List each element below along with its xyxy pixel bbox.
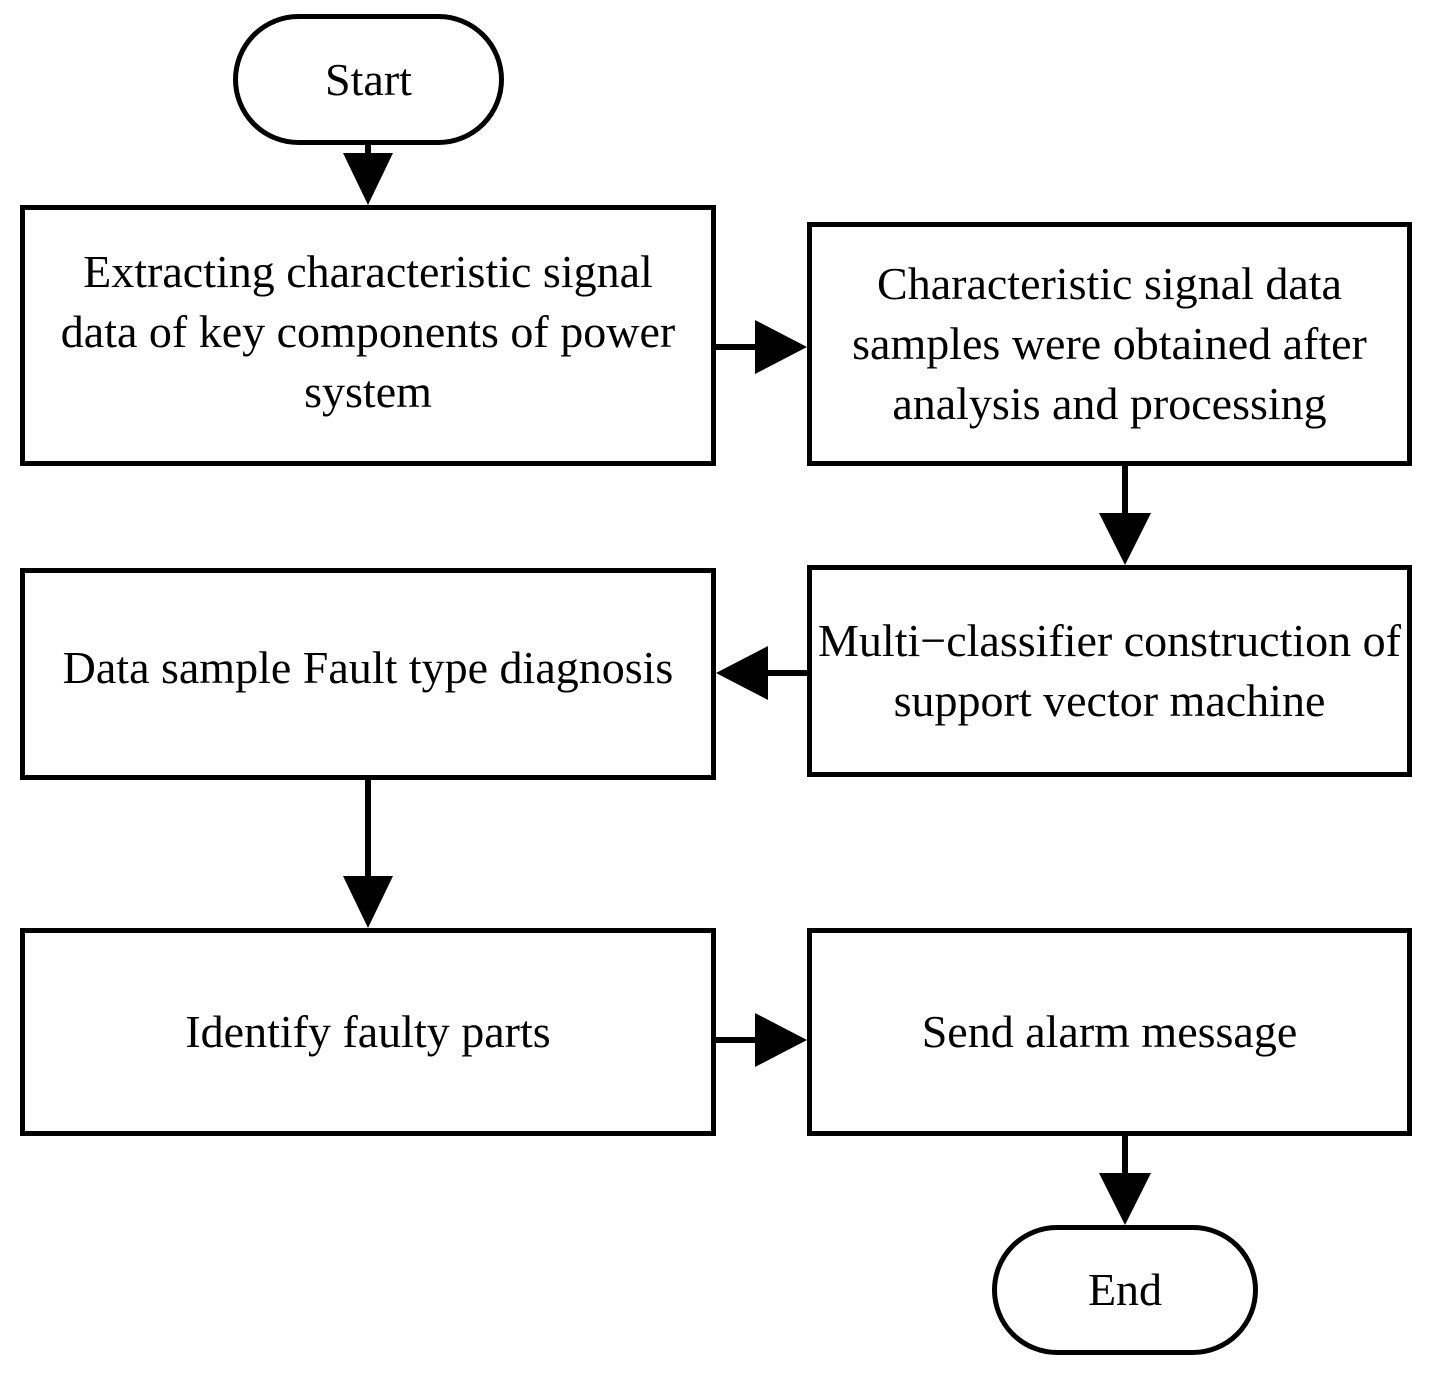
svm-classifier-process-box: Multi−classifier construction of support… bbox=[807, 565, 1412, 777]
arrowhead-extract-to-samples bbox=[755, 320, 807, 374]
start-terminal: Start bbox=[233, 14, 504, 145]
end-terminal: End bbox=[992, 1225, 1258, 1355]
fault-diagnosis-process-box: Data sample Fault type diagnosis bbox=[20, 568, 716, 780]
send-alarm-label: Send alarm message bbox=[921, 1006, 1298, 1057]
arrowhead-identify-to-alarm bbox=[755, 1013, 807, 1067]
svm-classifier-label: Multi−classifier construction of support… bbox=[818, 615, 1401, 726]
arrowhead-alarm-to-end bbox=[1099, 1173, 1151, 1225]
arrowhead-svm-to-diagnose bbox=[716, 646, 768, 700]
signal-samples-process-box: Characteristic signal data samples were … bbox=[807, 222, 1412, 466]
extract-signal-process-box: Extracting characteristic signal data of… bbox=[20, 205, 716, 466]
identify-faulty-parts-box: Identify faulty parts bbox=[20, 928, 716, 1136]
extract-signal-label: Extracting characteristic signal data of… bbox=[60, 245, 676, 417]
send-alarm-box: Send alarm message bbox=[807, 928, 1412, 1136]
arrowhead-diagnose-to-identify bbox=[343, 876, 393, 928]
start-label: Start bbox=[325, 53, 412, 105]
arrowhead-samples-to-svm bbox=[1099, 513, 1151, 565]
arrowhead-start-to-extract bbox=[343, 153, 393, 205]
end-label: End bbox=[1087, 1264, 1163, 1315]
signal-samples-label: Characteristic signal data samples were … bbox=[852, 258, 1367, 429]
fault-diagnosis-label: Data sample Fault type diagnosis bbox=[62, 642, 674, 693]
identify-faulty-parts-label: Identify faulty parts bbox=[185, 1006, 551, 1057]
